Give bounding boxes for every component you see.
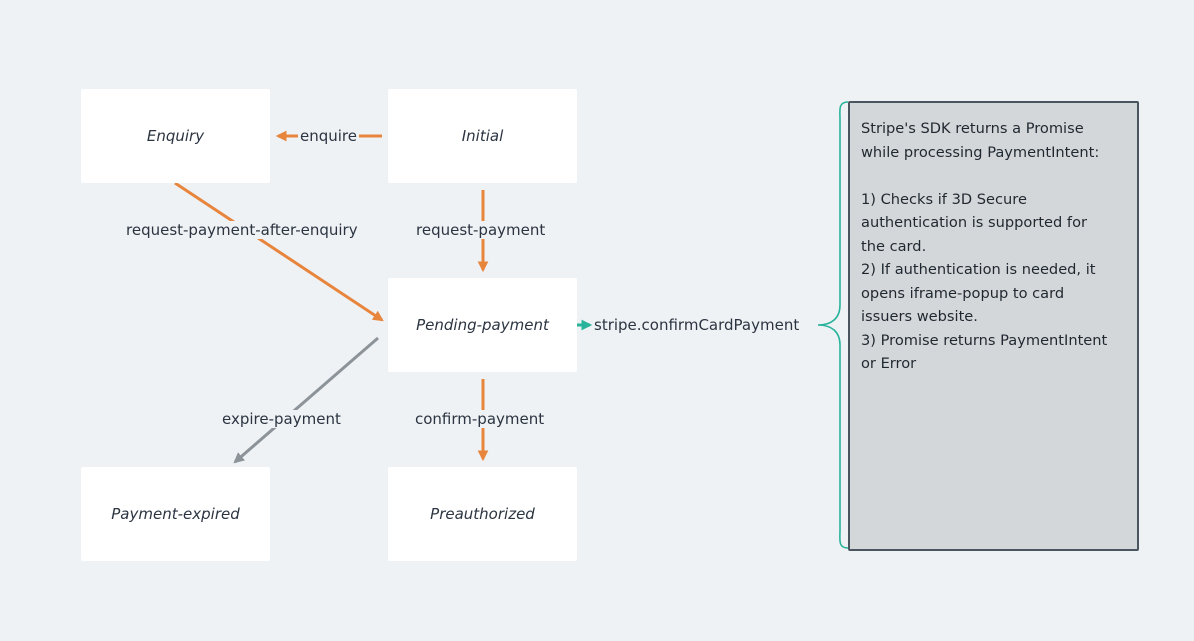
state-pending-payment-label: Pending-payment — [416, 316, 549, 334]
note-line: Stripe's SDK returns a Promise — [861, 120, 1084, 137]
state-payment-expired-label: Payment-expired — [111, 505, 240, 523]
enquire-label: enquire — [298, 127, 359, 145]
note-line: while processing PaymentIntent: — [861, 143, 1100, 161]
state-enquiry[interactable]: Enquiry — [81, 89, 270, 183]
request-payment-label: request-payment — [414, 221, 548, 239]
note-line — [861, 164, 1129, 188]
state-initial[interactable]: Initial — [388, 89, 577, 183]
note-brace — [817, 101, 849, 549]
note-line: issuers website. — [861, 308, 978, 325]
state-preauthorized[interactable]: Preauthorized — [388, 467, 577, 561]
expire-payment-label: expire-payment — [220, 410, 343, 428]
state-enquiry-label: Enquiry — [146, 127, 205, 145]
note-line: opens iframe-popup to card — [861, 284, 1065, 302]
state-pending-payment[interactable]: Pending-payment — [388, 278, 577, 372]
confirm-payment-label: confirm-payment — [413, 410, 547, 428]
note-line: 3) Promise returns PaymentIntent — [861, 331, 1108, 349]
note-line: authentication is supported for — [861, 214, 1088, 231]
note-line: 1) Checks if 3D Secure — [861, 190, 1027, 208]
state-initial-label: Initial — [461, 127, 504, 145]
stripe-confirm-label: stripe.confirmCardPayment — [592, 316, 802, 334]
state-payment-expired[interactable]: Payment-expired — [81, 467, 270, 561]
request-payment-after-enquiry-label: request-payment-after-enquiry — [124, 221, 360, 239]
note-line: 2) If authentication is needed, it — [861, 261, 1096, 278]
expire-payment-arrow — [233, 336, 379, 464]
note-line: or Error — [861, 355, 917, 372]
request-payment-after-enquiry-arrow — [174, 181, 384, 322]
state-preauthorized-label: Preauthorized — [430, 505, 535, 523]
note-line: the card. — [861, 237, 927, 255]
stripe-sdk-note: Stripe's SDK returns a Promise while pro… — [848, 101, 1139, 551]
